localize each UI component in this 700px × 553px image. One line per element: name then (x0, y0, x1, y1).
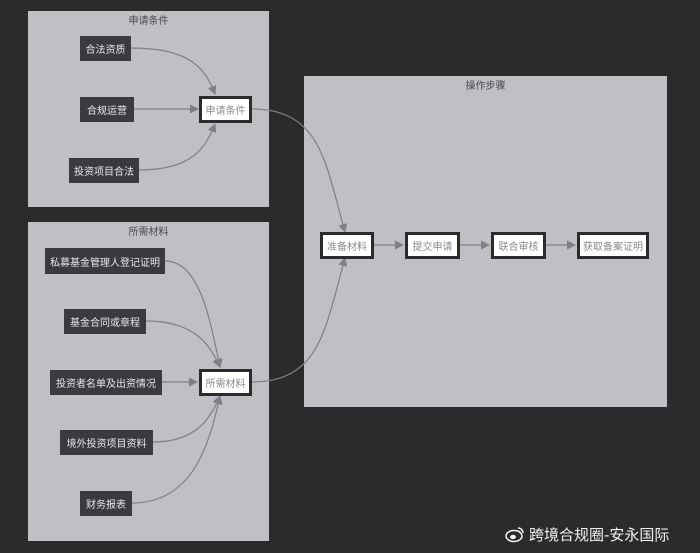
edge-fund-manager-cert (164, 260, 223, 368)
edge-fund-contract (145, 320, 221, 368)
watermark-text: 跨境合规圈-安永国际 (529, 526, 670, 544)
node-fund-contract: 基金合同或章程 (64, 309, 146, 334)
cluster-title: 所需材料 (128, 227, 169, 238)
node-prepare-materials: 准备材料 (320, 232, 374, 259)
edge-conditions-to-prepare (250, 108, 348, 233)
node-overseas-project-docs: 境外投资项目资料 (60, 430, 153, 455)
node-joint-review: 联合审核 (491, 232, 546, 259)
node-submit-application: 提交申请 (405, 232, 460, 259)
node-fund-manager-registration: 私募基金管理人登记证明 (45, 248, 165, 274)
node-legal-investment-project: 投资项目合法 (69, 158, 139, 183)
node-obtain-filing-certificate: 获取备案证明 (577, 232, 649, 259)
node-legal-qualifications: 合法资质 (80, 36, 131, 61)
node-apply-conditions: 申请条件 (199, 96, 252, 123)
node-financial-statements: 财务报表 (80, 491, 132, 516)
weibo-icon (505, 527, 524, 543)
node-compliant-operations: 合规运营 (80, 97, 134, 122)
node-investor-list: 投资者名单及出资情况 (50, 370, 162, 395)
edge-legal-project (138, 123, 217, 171)
node-required-materials: 所需材料 (199, 369, 252, 396)
cluster-title: 申请条件 (128, 16, 169, 27)
edge-financial-report (131, 395, 223, 504)
edge-materials-to-prepare (250, 257, 348, 383)
edge-legal-quals (130, 47, 217, 95)
watermark: 跨境合规圈-安永国际 (505, 524, 669, 545)
cluster-title: 操作步骤 (465, 81, 506, 92)
